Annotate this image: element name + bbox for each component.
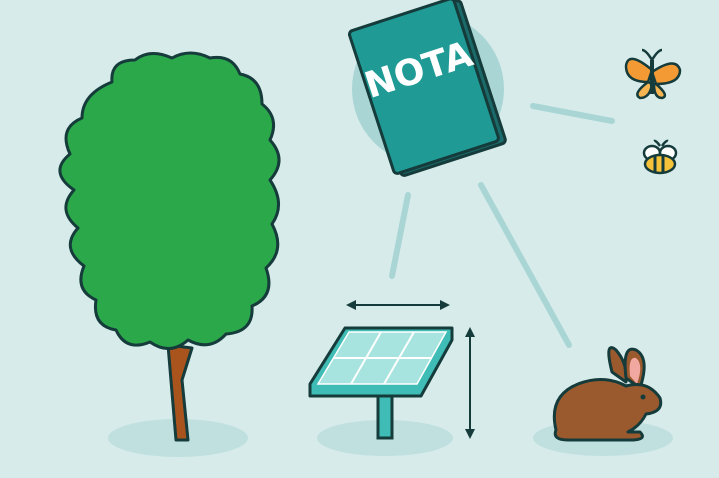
tree-trunk bbox=[166, 343, 194, 442]
tree bbox=[58, 51, 281, 442]
connector-book-to-insects bbox=[530, 103, 615, 124]
butterfly bbox=[624, 48, 682, 100]
rabbit-eye bbox=[640, 394, 646, 400]
connector-book-to-solar-panel bbox=[389, 192, 411, 279]
rabbit bbox=[552, 346, 663, 442]
tree-foliage bbox=[58, 51, 281, 350]
book: NOTA bbox=[347, 0, 507, 177]
height-dimension-arrow bbox=[465, 327, 475, 439]
bee bbox=[642, 139, 678, 175]
width-dimension-arrow bbox=[346, 300, 450, 310]
rabbit-body bbox=[552, 378, 663, 442]
connector-lines bbox=[389, 103, 615, 348]
connector-book-to-rabbit bbox=[478, 182, 572, 348]
solar-panel bbox=[308, 326, 454, 440]
